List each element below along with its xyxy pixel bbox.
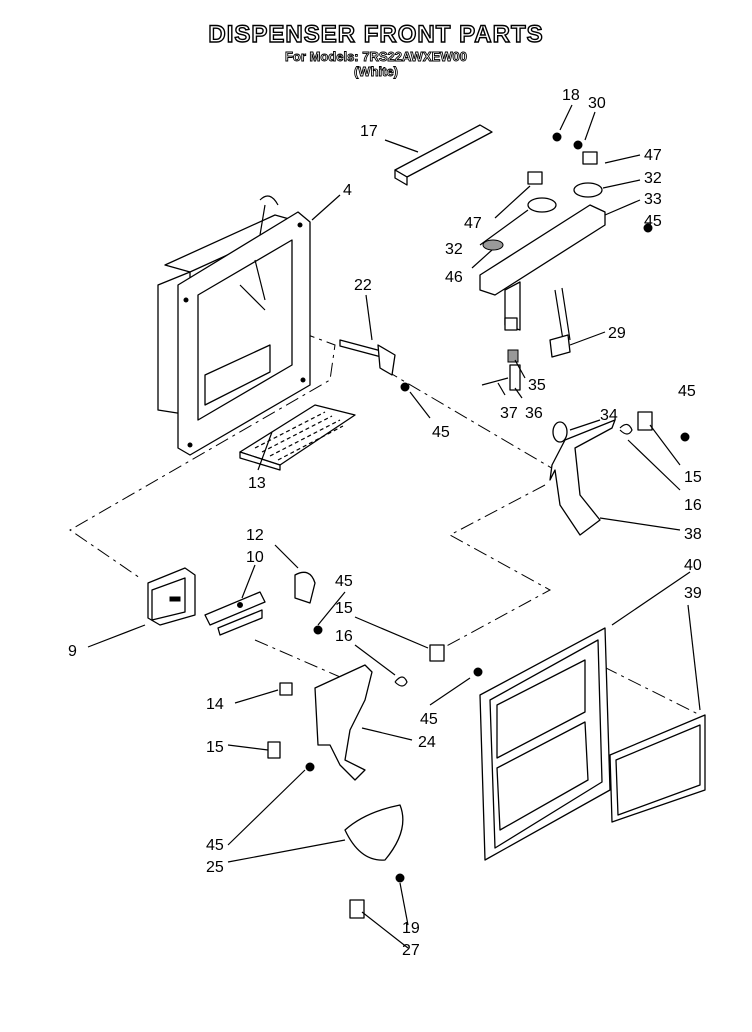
callout-17: 17	[360, 123, 378, 140]
callout-15: 15	[684, 469, 702, 486]
callout-19: 19	[402, 920, 420, 937]
callout-18: 18	[562, 87, 580, 104]
part-10-bracket	[204, 591, 266, 636]
callout-29: 29	[608, 325, 626, 342]
callout-27: 27	[402, 942, 420, 959]
part-24-dispenser-lever	[314, 664, 373, 781]
callout-32: 32	[644, 170, 662, 187]
callout-14: 14	[206, 696, 224, 713]
model-line: For Models: 7RS22AWXEW00	[284, 49, 468, 65]
diagram-title: DISPENSER FRONT PARTS	[208, 21, 544, 48]
callout-4: 4	[343, 182, 352, 199]
callout-36: 36	[525, 405, 543, 422]
callout-22: 22	[354, 277, 372, 294]
part-12-cover	[294, 571, 316, 604]
callout-45: 45	[432, 424, 450, 441]
screws	[305, 132, 690, 883]
part-40-39-front-panels	[479, 627, 706, 861]
leader-lines	[87, 104, 701, 949]
callout-45: 45	[335, 573, 353, 590]
part-47-32-switch-assembly	[482, 151, 603, 251]
part-13-drip-grille	[239, 404, 356, 471]
callout-labels: 17 4 18 30 47 32 33 47 45 32 46 22 29 35…	[68, 87, 702, 959]
callout-45: 45	[644, 213, 662, 230]
callout-15: 15	[335, 600, 353, 617]
callout-13: 13	[248, 475, 266, 492]
callout-40: 40	[684, 557, 702, 574]
callout-15: 15	[206, 739, 224, 756]
assembly-guide-lines	[69, 294, 701, 716]
diagram-header: DISPENSER FRONT PARTS For Models: 7RS22A…	[0, 21, 752, 80]
part-9-module	[147, 567, 196, 626]
callout-39: 39	[684, 585, 702, 602]
part-22-lever-shaft	[339, 339, 396, 376]
callout-45: 45	[206, 837, 224, 854]
callout-9: 9	[68, 643, 77, 660]
callout-34: 34	[600, 407, 618, 424]
callout-12: 12	[246, 527, 264, 544]
callout-10: 10	[246, 549, 264, 566]
part-29-37-linkage	[481, 287, 571, 443]
callout-45: 45	[420, 711, 438, 728]
part-17-trim-strip	[394, 124, 493, 186]
callout-32: 32	[445, 241, 463, 258]
callout-16: 16	[335, 628, 353, 645]
part-27-19-hardware	[349, 899, 365, 919]
color-variant: (White)	[353, 64, 399, 80]
callout-47: 47	[464, 215, 482, 232]
callout-46: 46	[445, 269, 463, 286]
callout-45: 45	[678, 383, 696, 400]
part-4-dispenser-housing	[157, 195, 311, 456]
callout-38: 38	[684, 526, 702, 543]
callout-16: 16	[684, 497, 702, 514]
part-38-dispenser-lever	[549, 419, 616, 536]
callout-33: 33	[644, 191, 662, 208]
part-25-drip-cup	[344, 804, 404, 861]
part-14-button	[279, 682, 293, 696]
callout-35: 35	[528, 377, 546, 394]
part-33-mounting-bracket	[479, 204, 606, 331]
callout-25: 25	[206, 859, 224, 876]
callout-37: 37	[500, 405, 518, 422]
callout-47: 47	[644, 147, 662, 164]
part-15-16-clips-right	[619, 411, 653, 435]
callout-30: 30	[588, 95, 606, 112]
callout-24: 24	[418, 734, 436, 751]
